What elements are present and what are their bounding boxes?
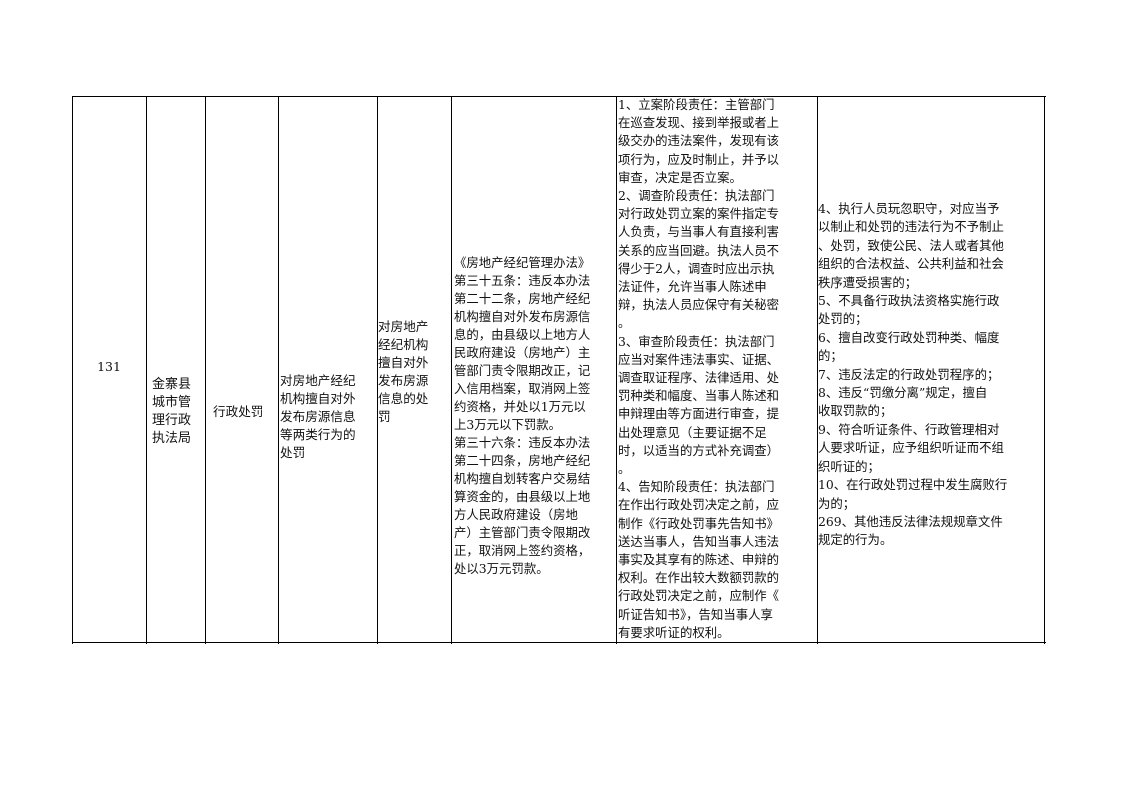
accountability-cell: 4、执行人员玩忽职守，对应当予 以制止和处罚的违法行为不予制止 、处罚，致使公民… xyxy=(818,201,1008,548)
column-divider xyxy=(205,96,206,644)
item-name-cell: 对房地产经纪 机构擅自对外 发布房源信息 等两类行为的 处罚 xyxy=(280,373,356,460)
responsibility-cell: 1、立案阶段责任：主管部门 在巡查发现、接到举报或者上 级交办的违法案件，发现有… xyxy=(618,97,780,644)
power-type-cell: 行政处罚 xyxy=(213,404,264,419)
column-divider xyxy=(146,96,147,644)
column-divider xyxy=(451,96,452,644)
column-divider xyxy=(817,96,818,644)
column-divider xyxy=(72,96,73,644)
table-bottom-border xyxy=(72,642,1046,643)
column-divider xyxy=(1044,96,1045,644)
legal-basis-cell: 《房地产经纪管理办法》 第三十五条：违反本办法 第二十二条，房地产经纪 机构擅自… xyxy=(454,255,591,576)
row-number-cell: 131 xyxy=(97,359,121,374)
column-divider xyxy=(278,96,279,644)
power-list-table: 131 金寨县 城市管 理行政 执法局 行政处罚 对房地产经纪 机构擅自对外 发… xyxy=(72,96,1046,644)
column-divider xyxy=(377,96,378,644)
column-divider xyxy=(616,96,617,644)
department-cell: 金寨县 城市管 理行政 执法局 xyxy=(152,377,192,446)
sub-item-name-cell: 对房地产 经纪机构 擅自对外 发布房源 信息的处 罚 xyxy=(378,319,429,424)
table-top-border xyxy=(72,96,1046,97)
